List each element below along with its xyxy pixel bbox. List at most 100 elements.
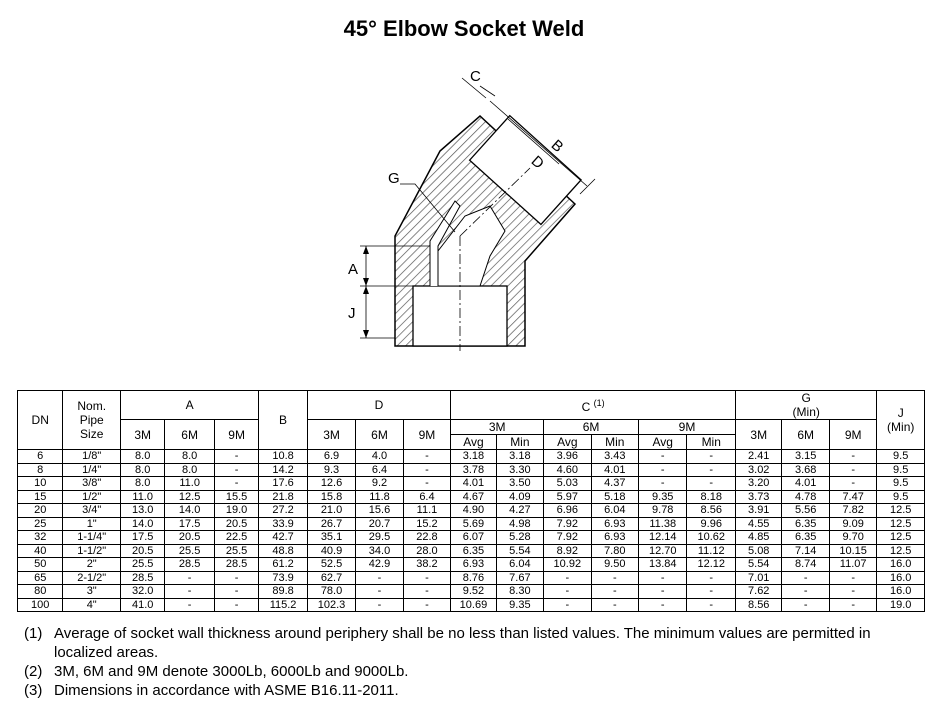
table-cell: 8.30 — [495, 584, 545, 599]
table-cell: 12.70 — [637, 543, 688, 558]
table-cell: - — [828, 476, 878, 491]
label-g: G — [388, 170, 400, 187]
table-cell: 7.92 — [543, 516, 592, 531]
table-cell: 15 — [16, 489, 64, 504]
header-d: D — [306, 390, 452, 420]
table-cell: 8.0 — [119, 449, 166, 464]
page-title: 45° Elbow Socket Weld — [343, 16, 585, 41]
table-cell: 48.8 — [258, 543, 308, 558]
table-cell: - — [402, 597, 452, 612]
table-cell: - — [164, 597, 215, 612]
table-cell: 25 — [16, 516, 64, 531]
table-cell: 3.50 — [495, 476, 545, 491]
header-c-9m: 9M — [637, 419, 737, 435]
header-g-9m: 9M — [828, 419, 878, 450]
table-cell: 7.92 — [543, 530, 592, 545]
table-cell: 52.5 — [306, 557, 357, 572]
table-cell: 22.5 — [213, 530, 260, 545]
table-cell: 12.5 — [876, 530, 925, 545]
table-cell: 3/4" — [62, 503, 121, 518]
table-cell: 1/4" — [62, 462, 121, 477]
table-cell: 25.5 — [119, 557, 166, 572]
table-cell: 7.82 — [828, 503, 878, 518]
table-cell: 10.8 — [258, 449, 308, 464]
table-cell: 8.0 — [164, 462, 215, 477]
table-cell: - — [164, 584, 215, 599]
table-cell: 6.93 — [590, 516, 640, 531]
table-cell: 4.01 — [590, 462, 640, 477]
table-cell: 11.12 — [686, 543, 737, 558]
table-cell: - — [637, 597, 688, 612]
dimension-table: DN Nom. Pipe Size A B D C (1) G(Min) J(M… — [16, 390, 925, 612]
table-cell: 11.38 — [637, 516, 688, 531]
table-cell: 4.78 — [781, 489, 830, 504]
table-cell: - — [637, 570, 688, 585]
table-cell: 3.02 — [735, 462, 783, 477]
header-c-6m-avg: Avg — [543, 434, 592, 450]
table-cell: 41.0 — [119, 597, 166, 612]
elbow-diagram: A J G C B D — [348, 68, 596, 351]
header-a-9m: 9M — [213, 419, 260, 450]
table-cell: - — [355, 597, 404, 612]
table-cell: 3.15 — [781, 449, 830, 464]
table-cell: 12.5 — [876, 503, 925, 518]
table-cell: 7.01 — [735, 570, 783, 585]
table-cell: 7.67 — [495, 570, 545, 585]
table-cell: 5.97 — [543, 489, 592, 504]
table-cell: 9.5 — [876, 462, 925, 477]
table-cell: 1/2" — [62, 489, 121, 504]
table-cell: 9.09 — [828, 516, 878, 531]
table-cell: 3.43 — [590, 449, 640, 464]
table-cell: 62.7 — [306, 570, 357, 585]
table-cell: 4.98 — [495, 516, 545, 531]
center-line-angled — [459, 167, 531, 237]
table-cell: - — [402, 584, 452, 599]
table-cell: 6.35 — [781, 516, 830, 531]
table-cell: 40.9 — [306, 543, 357, 558]
table-cell: 12.14 — [637, 530, 688, 545]
table-cell: 4.0 — [355, 449, 404, 464]
table-cell: - — [355, 570, 404, 585]
table-cell: 14.0 — [119, 516, 166, 531]
table-cell: 20 — [16, 503, 64, 518]
table-cell: 4.01 — [781, 476, 830, 491]
header-c-6m-min: Min — [590, 434, 640, 450]
header-j: J(Min) — [876, 390, 925, 450]
table-cell: - — [686, 584, 737, 599]
table-cell: 12.5 — [164, 489, 215, 504]
table-cell: - — [828, 570, 878, 585]
table-cell: 3.73 — [735, 489, 783, 504]
table-cell: 6.96 — [543, 503, 592, 518]
table-cell: 6.04 — [590, 503, 640, 518]
table-cell: - — [402, 449, 452, 464]
table-cell: - — [213, 449, 260, 464]
table-cell: 6.04 — [495, 557, 545, 572]
table-cell: - — [637, 476, 688, 491]
table-cell: 4.01 — [450, 476, 497, 491]
table-cell: 22.8 — [402, 530, 452, 545]
table-cell: 5.54 — [735, 557, 783, 572]
table-cell: 8.0 — [119, 476, 166, 491]
note-2: (2) 3M, 6M and 9M denote 3000Lb, 6000Lb … — [24, 663, 409, 680]
header-c-3m: 3M — [450, 419, 545, 435]
table-cell: 50 — [16, 557, 64, 572]
table-cell: 80 — [16, 584, 64, 599]
table-cell: 17.5 — [119, 530, 166, 545]
table-cell: 3.18 — [495, 449, 545, 464]
table-cell: 9.5 — [876, 449, 925, 464]
table-cell: 28.5 — [213, 557, 260, 572]
table-cell: 29.5 — [355, 530, 404, 545]
table-cell: 15.2 — [402, 516, 452, 531]
table-cell: 11.8 — [355, 489, 404, 504]
table-cell: 9.2 — [355, 476, 404, 491]
table-cell: 4.60 — [543, 462, 592, 477]
table-cell: 8.76 — [450, 570, 497, 585]
table-cell: - — [402, 462, 452, 477]
table-cell: 9.96 — [686, 516, 737, 531]
table-cell: 6.93 — [590, 530, 640, 545]
header-nps: Nom. Pipe Size — [62, 390, 121, 450]
table-cell: 9.50 — [590, 557, 640, 572]
